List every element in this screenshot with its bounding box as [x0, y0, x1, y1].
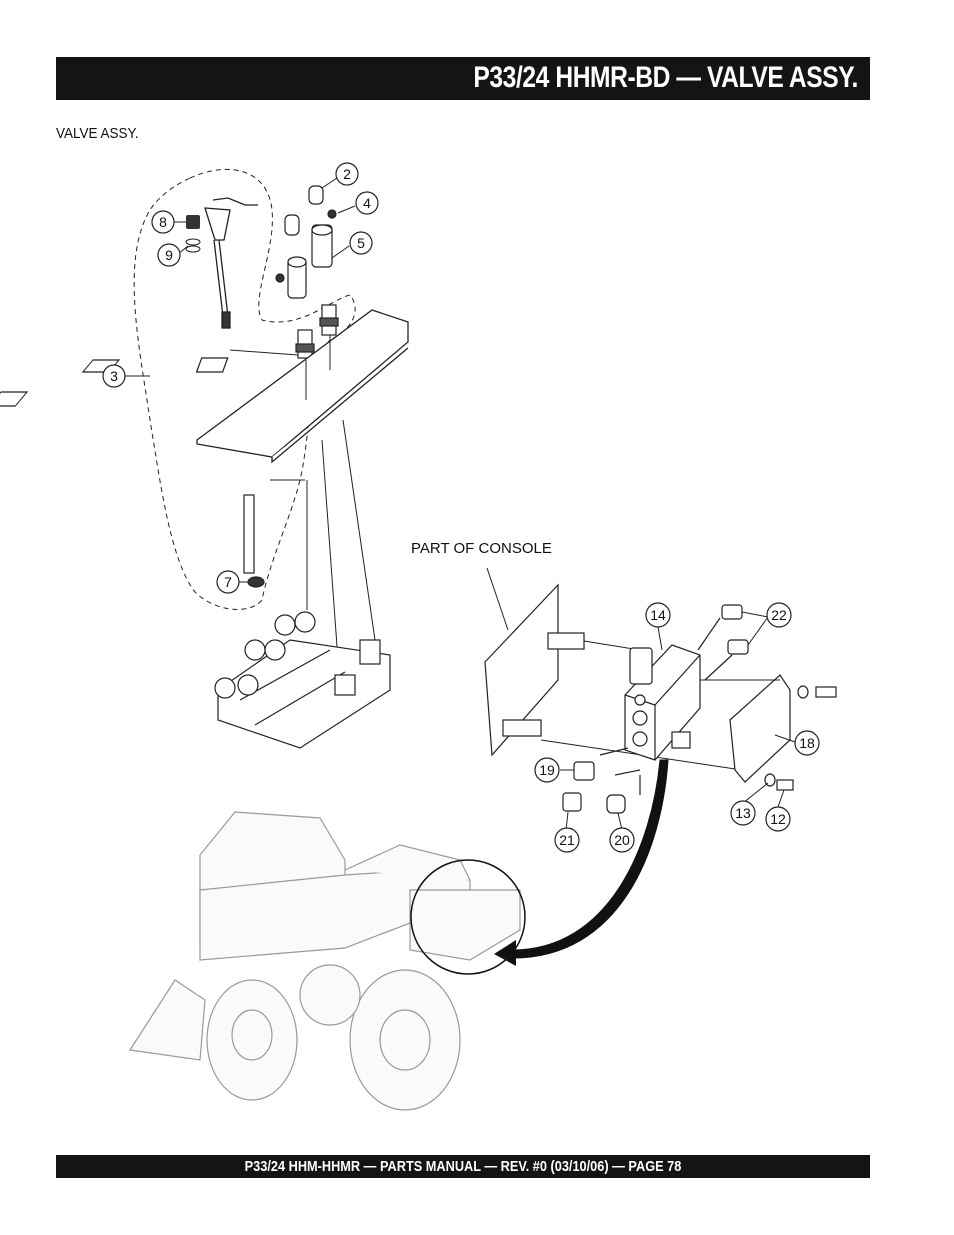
page-footer: P33/24 HHM-HHMR — PARTS MANUAL — REV. #0…	[56, 1155, 870, 1178]
console-panel	[484, 567, 743, 771]
fittings	[562, 604, 749, 814]
switch-stems	[295, 304, 339, 359]
callout-18: 18	[799, 735, 815, 751]
detail-circle	[410, 859, 526, 975]
callout-22: 22	[771, 607, 787, 623]
assembly-lines	[229, 335, 376, 661]
callout-circles	[102, 162, 820, 853]
callout-5: 5	[357, 235, 365, 251]
group-outline-dashed	[133, 168, 356, 610]
pointer-arrow-head	[494, 940, 516, 966]
machine-illustration	[128, 811, 521, 1111]
footer-text: P33/24 HHM-HHMR — PARTS MANUAL — REV. #0…	[244, 1158, 682, 1175]
callout-21: 21	[559, 832, 575, 848]
callout-14: 14	[650, 607, 666, 623]
callout-12: 12	[770, 811, 786, 827]
knob-parts	[275, 185, 337, 299]
callout-20: 20	[614, 832, 630, 848]
valve-block	[624, 644, 701, 761]
mounting-plate	[0, 309, 409, 464]
valve-bank	[214, 611, 391, 749]
callout-8: 8	[159, 214, 167, 230]
callout-2: 2	[343, 166, 351, 182]
section-label: VALVE ASSY.	[56, 125, 139, 142]
rod-part	[243, 494, 265, 588]
callout-leaders	[125, 177, 796, 831]
page-title: P33/24 HHMR-BD — VALVE ASSY.	[473, 61, 859, 94]
callout-4: 4	[363, 195, 371, 211]
page-header: P33/24 HHMR-BD — VALVE ASSY.	[56, 57, 870, 100]
console-label: PART OF CONSOLE	[411, 540, 552, 557]
callout-19: 19	[539, 762, 555, 778]
bolts	[764, 685, 837, 791]
callout-9: 9	[165, 247, 173, 263]
spring-part	[185, 215, 201, 253]
callout-7: 7	[224, 574, 232, 590]
callout-13: 13	[735, 805, 751, 821]
callout-3: 3	[110, 368, 118, 384]
pointer-arrow	[509, 759, 669, 959]
lever-handle	[204, 197, 258, 329]
